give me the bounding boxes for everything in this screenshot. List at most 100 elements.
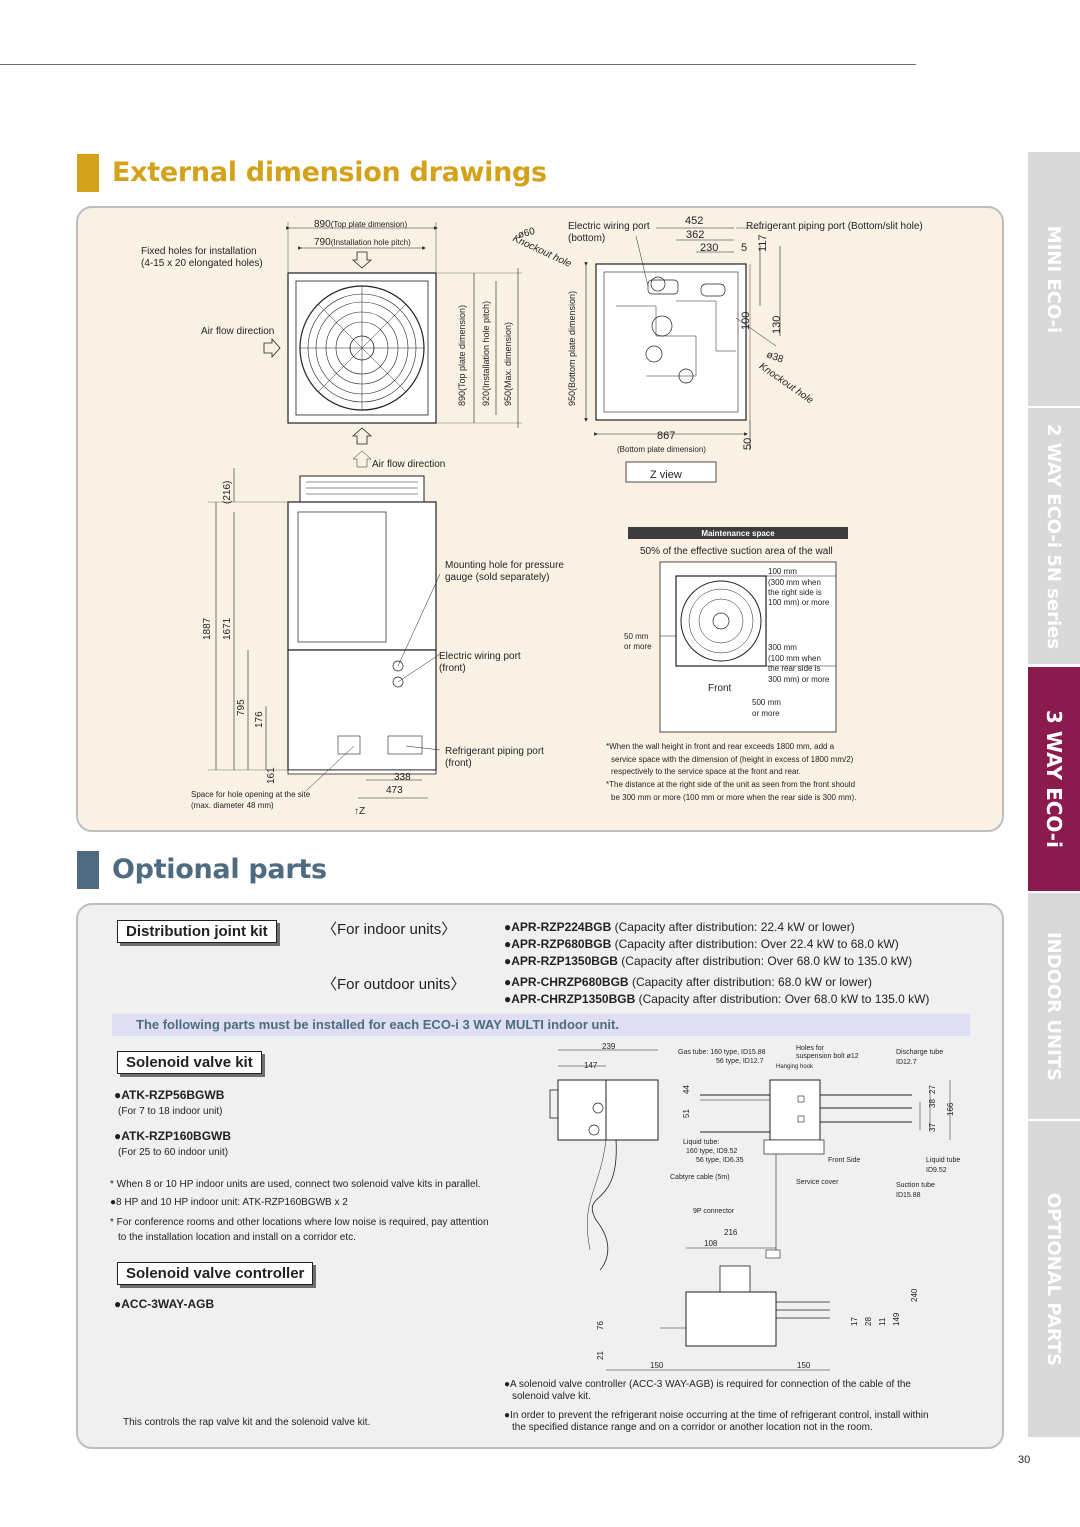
front-view — [208, 450, 441, 799]
maintenance-diagram — [628, 527, 848, 733]
air-flow-label: Air flow direction — [201, 326, 275, 337]
list-item: ●APR-CHRZP1350BGB (Capacity after distri… — [504, 992, 930, 1006]
sv2-note: (For 25 to 60 indoor unit) — [118, 1147, 229, 1158]
holes-for: Holes for — [796, 1045, 825, 1052]
svc-note-4: the specified distance range and on a co… — [512, 1422, 873, 1433]
section-marker — [77, 154, 99, 192]
c149: 149 — [892, 1312, 901, 1326]
tab-2way-eco-i[interactable]: 2 WAY ECO-i 5N series — [1028, 408, 1080, 664]
dim-890-v: 890(Top plate dimension) — [457, 304, 467, 406]
dim-890-top: 890(Top plate dimension) — [314, 219, 408, 230]
dim-100: 100 — [740, 311, 752, 330]
gas-tube: Gas tube: 160 type, ID15.88 — [678, 1049, 766, 1056]
k147: 147 — [584, 1061, 598, 1070]
maint-suction: 50% of the effective suction area of the… — [640, 546, 833, 557]
sv-kit-drawing — [549, 1049, 951, 1371]
tab-mini-eco-i[interactable]: MINI ECO-i — [1028, 152, 1080, 406]
liquid-tube-3: 56 type, ID6.35 — [696, 1157, 744, 1164]
dim-452: 452 — [685, 215, 704, 227]
elec-front: Electric wiring port — [439, 651, 521, 662]
maint-note-1: *When the wall height in front and rear … — [606, 742, 835, 751]
air-flow-label-2: Air flow direction — [372, 459, 446, 470]
sv2-model: ●ATK-RZP160BGWB — [114, 1129, 232, 1143]
elec-port-bottom-sub: (bottom) — [568, 233, 606, 244]
dim-1887: 1887 — [202, 617, 213, 640]
k44: 44 — [682, 1085, 691, 1094]
k37: 37 — [928, 1123, 937, 1132]
m100-sub2: the right side is — [768, 588, 822, 597]
m100: 100 mm — [768, 567, 797, 576]
dim-950-v: 950(Max. dimension) — [503, 321, 513, 406]
c108: 108 — [704, 1239, 718, 1248]
mount-hole-sub: gauge (sold separately) — [445, 572, 550, 583]
svc-note-1: ●A solenoid valve controller (ACC-3 WAY-… — [504, 1379, 911, 1390]
suction-tube-2: ID15.88 — [896, 1192, 921, 1199]
dim-795: 795 — [236, 699, 247, 716]
space-hole-sub: (max. diameter 48 mm) — [191, 801, 274, 810]
top-rule — [0, 64, 916, 65]
top-view — [263, 222, 522, 445]
outdoor-kit-list: ●APR-CHRZP680BGB (Capacity after distrib… — [504, 974, 929, 1008]
suction-tube: Suction tube — [896, 1182, 935, 1189]
liquid-tube-r-2: ID9.52 — [926, 1167, 947, 1174]
dim-216: (216) — [222, 480, 233, 504]
liquid-tube: Liquid tube: — [683, 1139, 720, 1146]
dim-1671: 1671 — [222, 617, 233, 640]
maint-title: Maintenance space — [701, 529, 775, 538]
refrig-port-top: Refrigerant piping port (Bottom/slit hol… — [746, 221, 923, 232]
dim-117: 117 — [757, 234, 769, 252]
dim-867-label: (Bottom plate dimension) — [617, 445, 706, 454]
list-item: ●APR-RZP1350BGB (Capacity after distribu… — [504, 954, 913, 968]
tab-optional-parts[interactable]: OPTIONAL PARTS — [1028, 1121, 1080, 1437]
refrig-front-sub: (front) — [445, 758, 472, 769]
dim-176: 176 — [254, 711, 265, 728]
k166: 166 — [946, 1102, 955, 1116]
service-cover: Service cover — [796, 1179, 839, 1186]
z-arrow: ↑Z — [354, 806, 366, 817]
dimensions-title: External dimension drawings — [112, 157, 547, 188]
svc-note-3: ●In order to prevent the refrigerant noi… — [504, 1410, 929, 1421]
dim-790: 790(Installation hole pitch) — [314, 237, 411, 248]
dim-5: 5 — [741, 242, 748, 254]
dim-950-bottom: 950(Bottom plate dimension) — [567, 290, 577, 406]
sv1-model: ●ATK-RZP56BGWB — [114, 1088, 225, 1102]
tab-indoor-units[interactable]: INDOOR UNITS — [1028, 893, 1080, 1119]
sv-note-3: * For conference rooms and other locatio… — [110, 1217, 489, 1228]
m100-sub3: 100 mm) or more — [768, 598, 830, 607]
c240: 240 — [910, 1288, 919, 1302]
dist-kit-header: Distribution joint kit — [117, 920, 277, 943]
k38: 38 — [928, 1099, 937, 1108]
m300-sub2: the rear side is — [768, 664, 821, 673]
z-view-label: Z view — [650, 469, 682, 481]
c11: 11 — [878, 1317, 887, 1326]
hanging-hook: Hanging hook — [776, 1064, 814, 1070]
elec-port-bottom: Electric wiring port — [568, 221, 650, 232]
sv-kit-header: Solenoid valve kit — [117, 1051, 262, 1074]
maint-note-3: respectively to the service space at the… — [611, 767, 801, 776]
tab-3way-eco-i[interactable]: 3 WAY ECO-i — [1028, 667, 1080, 891]
m500-sub: or more — [752, 709, 780, 718]
gas-tube-2: 56 type, ID12.7 — [716, 1058, 764, 1065]
dim-338: 338 — [394, 772, 411, 783]
optional-title: Optional parts — [112, 854, 327, 885]
dim-161: 161 — [266, 767, 277, 784]
maint-note-2: service space with the dimension of (hei… — [611, 755, 854, 764]
m500: 500 mm — [752, 698, 781, 707]
svc-note-2: solenoid valve kit. — [512, 1391, 591, 1402]
c21: 21 — [596, 1351, 605, 1360]
highlight-text: The following parts must be installed fo… — [136, 1017, 619, 1032]
for-indoor-label: 〈For indoor units〉 — [322, 921, 457, 938]
m100-sub1: (300 mm when — [768, 578, 821, 587]
liquid-tube-r: Liquid tube — [926, 1157, 961, 1164]
svc-header: Solenoid valve controller — [117, 1262, 314, 1285]
dimension-panel — [76, 206, 1004, 832]
c216: 216 — [724, 1228, 738, 1237]
c150b: 150 — [797, 1361, 811, 1370]
mount-hole: Mounting hole for pressure — [445, 560, 564, 571]
k239: 239 — [602, 1042, 616, 1051]
front-label: Front — [708, 683, 732, 694]
liquid-tube-2: 160 type, ID9.52 — [686, 1148, 738, 1155]
sv-note-1: * When 8 or 10 HP indoor units are used,… — [110, 1179, 481, 1190]
connector: 9P connector — [693, 1208, 735, 1215]
dim-867: 867 — [657, 430, 676, 442]
